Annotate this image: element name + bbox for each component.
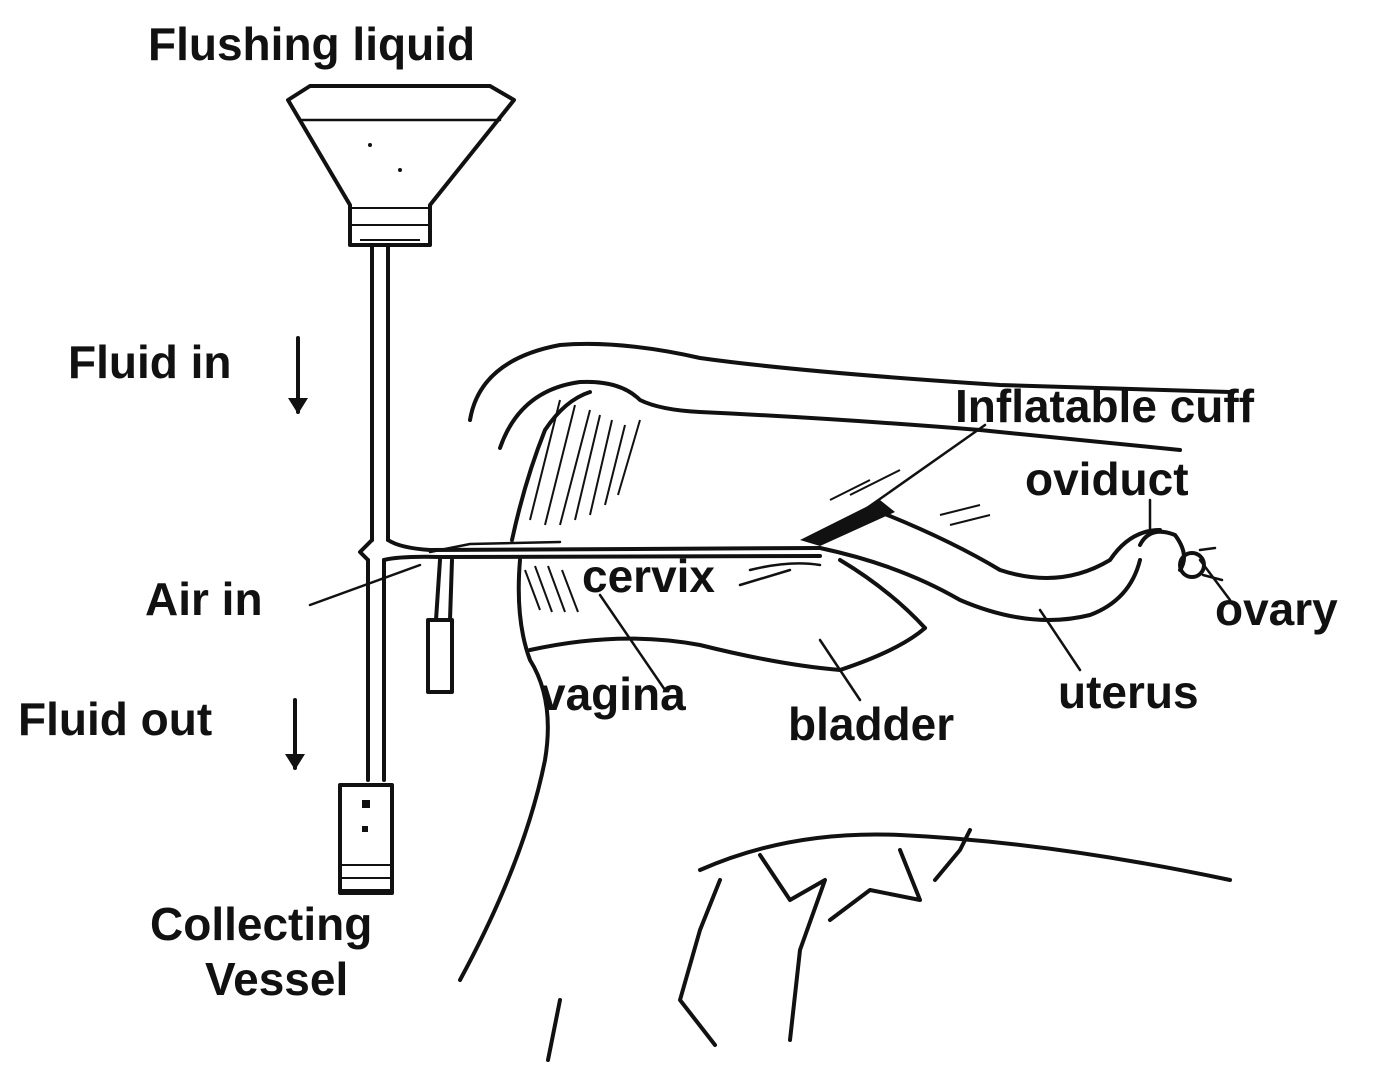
label-bladder: bladder xyxy=(788,698,954,750)
label-collecting: Collecting xyxy=(150,898,372,950)
collecting-vessel xyxy=(340,785,392,893)
label-flushing-liquid: Flushing liquid xyxy=(148,18,475,70)
label-cervix: cervix xyxy=(582,550,715,602)
label-inflatable-cuff: Inflatable cuff xyxy=(955,380,1255,432)
label-vessel: Vessel xyxy=(205,953,348,1005)
label-oviduct: oviduct xyxy=(1025,453,1189,505)
label-vagina: vagina xyxy=(540,668,686,720)
label-fluid-out: Fluid out xyxy=(18,693,212,745)
flushing-funnel xyxy=(288,86,514,245)
label-ovary: ovary xyxy=(1215,583,1338,635)
arrow-fluid-in xyxy=(288,338,308,414)
label-uterus: uterus xyxy=(1058,666,1199,718)
arrow-fluid-out xyxy=(285,700,305,770)
label-fluid-in: Fluid in xyxy=(68,336,232,388)
label-air-in: Air in xyxy=(145,573,263,625)
